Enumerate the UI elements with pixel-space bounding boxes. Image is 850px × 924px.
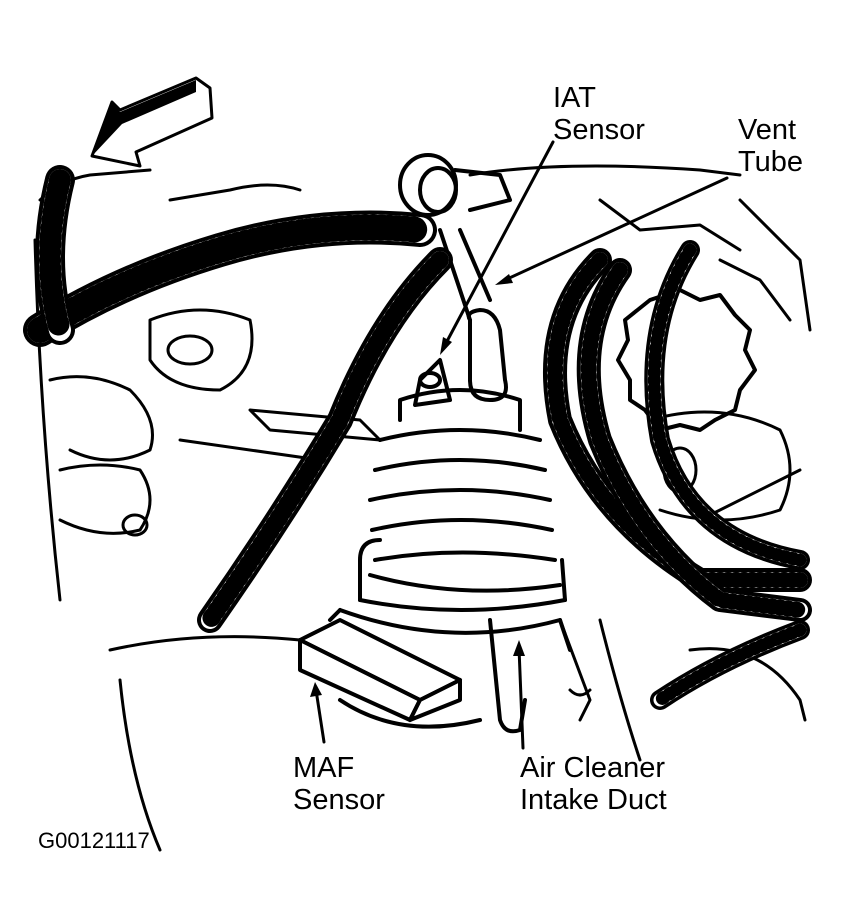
throttle-body <box>616 288 757 432</box>
leader-arrowheads <box>310 274 525 697</box>
vent-tube-label: Vent Tube <box>738 114 803 178</box>
duct-leader-line <box>517 646 525 750</box>
iat-label-line-1: IAT <box>553 82 596 114</box>
iat-arrowhead <box>440 337 452 355</box>
duct-label-line-2: Intake Duct <box>520 784 667 816</box>
engine-outline <box>33 164 812 852</box>
vent-label-line-1: Vent <box>738 114 797 146</box>
air-cleaner-duct-label: Air Cleaner Intake Duct <box>520 752 667 816</box>
vent-leader-line <box>503 176 729 282</box>
iat-leader-line <box>443 140 555 347</box>
figure-code: G00121117 <box>38 828 150 853</box>
wiring-harnesses <box>23 165 812 710</box>
vent-tube <box>413 308 508 407</box>
maf-sensor-housing <box>298 618 482 729</box>
vent-arrowhead <box>495 274 513 285</box>
maf-leader-line <box>314 688 326 744</box>
vent-label-line-2: Tube <box>738 146 804 178</box>
iat-sensor-label: IAT Sensor <box>553 82 645 146</box>
leader-lines <box>314 140 729 750</box>
maf-label-line-2: Sensor <box>293 784 385 816</box>
maf-sensor-label: MAF Sensor <box>293 752 385 816</box>
intake-duct <box>328 388 572 734</box>
front-direction-arrow-icon <box>90 76 214 168</box>
duct-arrowhead <box>513 640 525 656</box>
duct-label-line-1: Air Cleaner <box>520 752 666 784</box>
maf-arrowhead <box>310 682 322 697</box>
maf-label-line-1: MAF <box>293 752 355 784</box>
iat-label-line-2: Sensor <box>553 114 645 146</box>
